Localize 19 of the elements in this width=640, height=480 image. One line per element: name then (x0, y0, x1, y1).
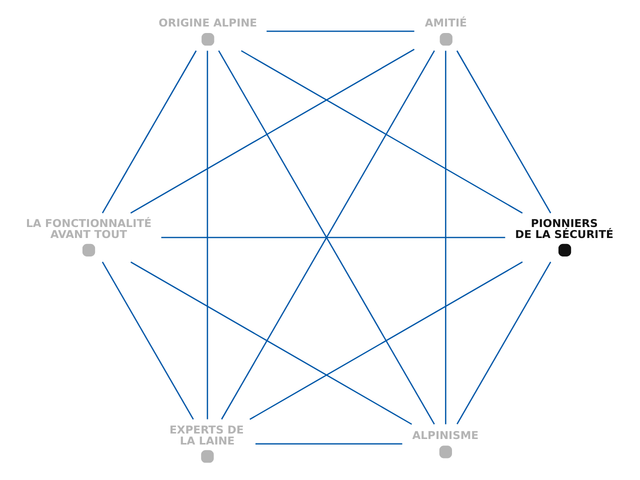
connector (102, 50, 197, 214)
connector (255, 443, 402, 444)
connector (130, 261, 412, 425)
connector (250, 261, 523, 420)
connector (161, 236, 506, 238)
connector (456, 50, 552, 214)
node-label: ALPINISME (412, 428, 479, 442)
node-label: EXPERTS DE LA LAINE (170, 424, 244, 448)
connector (130, 48, 415, 214)
connector (445, 50, 446, 424)
connector (240, 50, 523, 214)
node-label: PIONNIERS DE LA SÉCURITÉ (515, 217, 614, 242)
node-label: AMITIÉ (424, 16, 467, 30)
connector (266, 30, 414, 32)
connector (456, 262, 552, 424)
node-label: LA FONCTIONNALITÉ AVANT TOUT (26, 217, 152, 242)
node-label: ORIGINE ALPINE (158, 16, 258, 30)
connector (102, 262, 194, 420)
connector (206, 50, 208, 420)
